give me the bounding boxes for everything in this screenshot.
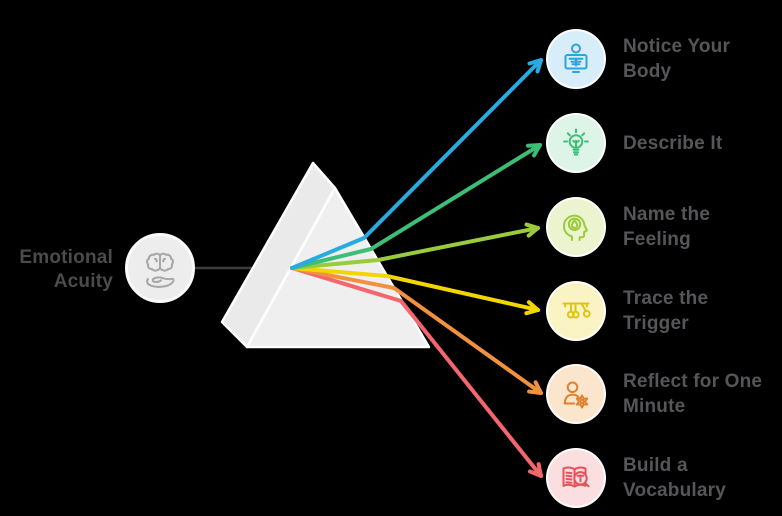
source-label: Emotional Acuity (19, 247, 113, 292)
ray-lime (290, 222, 540, 270)
body-scan-icon (564, 43, 588, 73)
step-row-notice-your-body: Notice Your Body (546, 29, 730, 89)
ray-red (290, 266, 543, 478)
step-row-describe-it: Describe It (546, 113, 722, 173)
source-circle (125, 233, 195, 303)
step-circle (546, 113, 606, 173)
ray-orange (290, 266, 543, 395)
step-row-reflect-for-one-minute: Reflect for One Minute (546, 364, 762, 424)
brain-in-hand-icon (146, 252, 175, 288)
step-label: Describe It (623, 132, 723, 154)
step-row-name-the-feeling: Name the Feeling (546, 197, 710, 257)
ray-yellow (290, 266, 540, 316)
person-gear-icon (563, 381, 589, 409)
step-label: Build a Vocabulary (623, 455, 727, 501)
step-circle (546, 197, 606, 257)
ray-blue (290, 58, 543, 270)
step-label: Notice Your Body (623, 36, 731, 82)
step-label: Reflect for One Minute (623, 371, 763, 417)
step-circle (546, 281, 606, 341)
ray-green (290, 143, 542, 270)
step-label: Trace the Trigger (623, 288, 709, 334)
step-circle (546, 29, 606, 89)
step-circle (546, 364, 606, 424)
step-row-trace-the-trigger: Trace the Trigger (546, 281, 708, 341)
lightbulb-icon (563, 128, 589, 156)
step-label: Name the Feeling (623, 204, 711, 250)
step-row-build-a-vocabulary: Build a Vocabulary (546, 448, 726, 508)
book-magnifier-icon (562, 466, 590, 488)
head-flame-icon (562, 214, 588, 241)
newtons-cradle-icon (562, 302, 591, 319)
step-circle (546, 448, 606, 508)
